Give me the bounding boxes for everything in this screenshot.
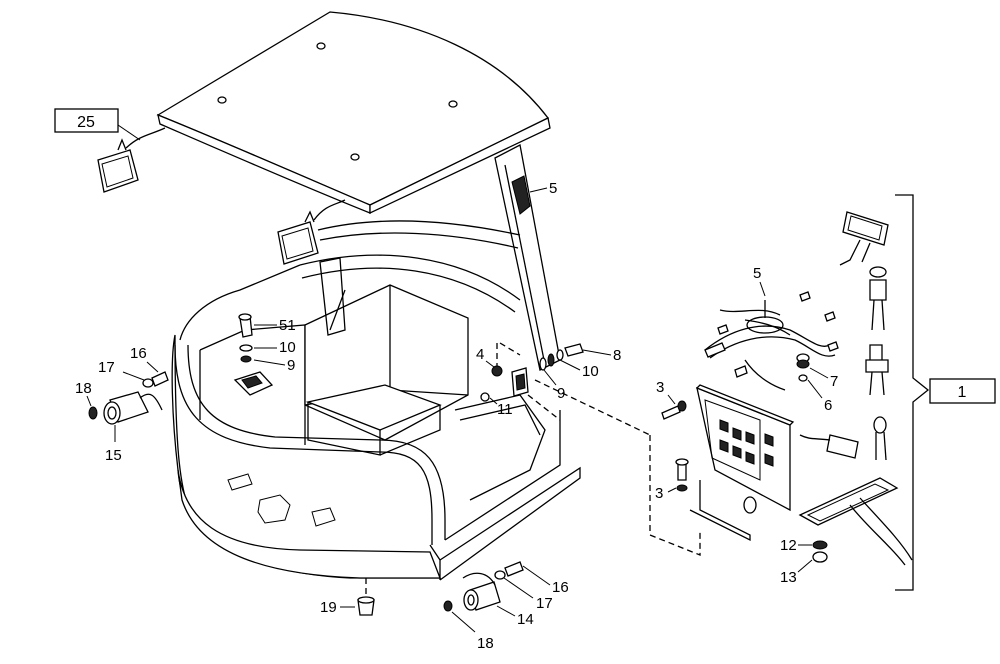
callout-9-right: 9 bbox=[557, 385, 565, 402]
screws-3: 3 3 bbox=[655, 379, 689, 502]
callout-9-left: 9 bbox=[287, 357, 295, 374]
callout-1: 1 bbox=[958, 384, 967, 401]
callout-14: 14 bbox=[517, 611, 534, 628]
callout-12: 12 bbox=[780, 537, 797, 554]
callout-25: 25 bbox=[77, 114, 95, 131]
callout-16-left: 16 bbox=[130, 345, 147, 362]
switch-group-1: 1 bbox=[799, 194, 996, 591]
bolt-51-washers: 51 10 9 bbox=[238, 313, 296, 374]
part-5-mirror: 5 bbox=[511, 175, 557, 215]
callout-19: 19 bbox=[320, 599, 337, 616]
work-light-front bbox=[277, 199, 346, 265]
callout-51: 51 bbox=[279, 317, 296, 334]
callout-10-left: 10 bbox=[279, 339, 296, 356]
callout-8: 8 bbox=[613, 347, 621, 364]
callout-4: 4 bbox=[476, 346, 484, 363]
work-light-rear bbox=[97, 127, 166, 193]
callout-17-bottom: 17 bbox=[536, 595, 553, 612]
callout-5-top: 5 bbox=[549, 180, 557, 197]
side-light-left: 18 17 16 15 bbox=[75, 345, 169, 464]
callout-3-bottom: 3 bbox=[655, 485, 663, 502]
hardware-4-8-9-10-11: 4 8 10 9 11 bbox=[476, 342, 651, 436]
callout-box-25: 25 bbox=[54, 108, 141, 141]
control-pad: 12 13 bbox=[780, 477, 913, 586]
callout-18-bottom: 18 bbox=[477, 635, 494, 652]
callout-3-top: 3 bbox=[656, 379, 664, 396]
fuse-panel bbox=[649, 384, 795, 556]
side-light-bottom: 16 17 14 18 19 bbox=[320, 561, 569, 652]
callout-13: 13 bbox=[780, 569, 797, 586]
callout-17-left: 17 bbox=[98, 359, 115, 376]
wiring-harness-5: 5 7 6 bbox=[704, 265, 839, 414]
callout-11: 11 bbox=[497, 401, 513, 418]
callout-10-right: 10 bbox=[582, 363, 599, 380]
callout-7: 7 bbox=[830, 373, 838, 390]
callout-16-bottom: 16 bbox=[552, 579, 569, 596]
callout-6: 6 bbox=[824, 397, 832, 414]
cab-body bbox=[171, 254, 581, 581]
canopy-roof bbox=[156, 11, 551, 215]
callout-5-harness: 5 bbox=[753, 265, 761, 282]
callout-18-left: 18 bbox=[75, 380, 92, 397]
callout-15: 15 bbox=[105, 447, 122, 464]
